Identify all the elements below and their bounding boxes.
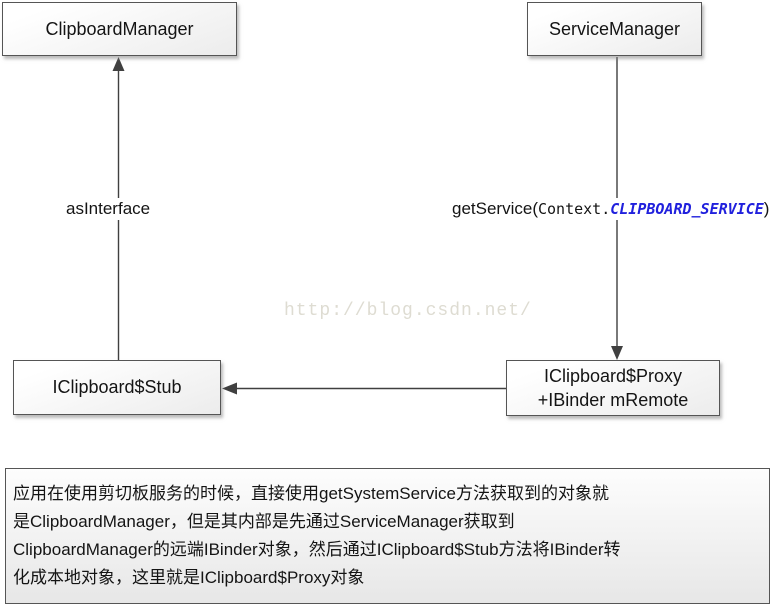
- node-iclipboard-stub-label: IClipboard$Stub: [52, 377, 182, 398]
- node-service-manager: ServiceManager: [527, 2, 702, 56]
- getservice-suffix: ): [763, 199, 770, 218]
- getservice-constant: CLIPBOARD_SERVICE: [610, 200, 764, 218]
- getservice-receiver: Context.: [537, 200, 611, 218]
- note-line: ClipboardManager的远端IBinder对象，然后通过IClipbo…: [13, 540, 621, 559]
- node-iclipboard-stub: IClipboard$Stub: [13, 360, 221, 415]
- node-clipboard-manager: ClipboardManager: [2, 2, 237, 56]
- edge-label-getservice: getService(Context.CLIPBOARD_SERVICE): [449, 198, 773, 220]
- note-line: 应用在使用剪切板服务的时候，直接使用getSystemService方法获取到的…: [13, 484, 609, 503]
- watermark-text: http://blog.csdn.net/: [284, 301, 532, 321]
- node-service-manager-label: ServiceManager: [548, 18, 681, 39]
- note-line: 是ClipboardManager，但是其内部是先通过ServiceManage…: [13, 512, 515, 531]
- node-clipboard-manager-label: ClipboardManager: [45, 18, 194, 39]
- getservice-prefix: getService(: [452, 199, 538, 218]
- node-iclipboard-proxy-label-line1: IClipboard$Proxy: [543, 365, 683, 386]
- node-iclipboard-proxy-label-line2: +IBinder mRemote: [537, 390, 689, 410]
- edge-label-asinterface: asInterface: [63, 198, 154, 220]
- node-iclipboard-proxy: IClipboard$Proxy +IBinder mRemote: [506, 360, 720, 416]
- arrow-proxy-to-stub: [222, 382, 506, 395]
- asinterface-text: asInterface: [66, 199, 151, 218]
- note-box: 应用在使用剪切板服务的时候，直接使用getSystemService方法获取到的…: [5, 468, 770, 604]
- note-line: 化成本地对象，这里就是IClipboard$Proxy对象: [13, 568, 365, 587]
